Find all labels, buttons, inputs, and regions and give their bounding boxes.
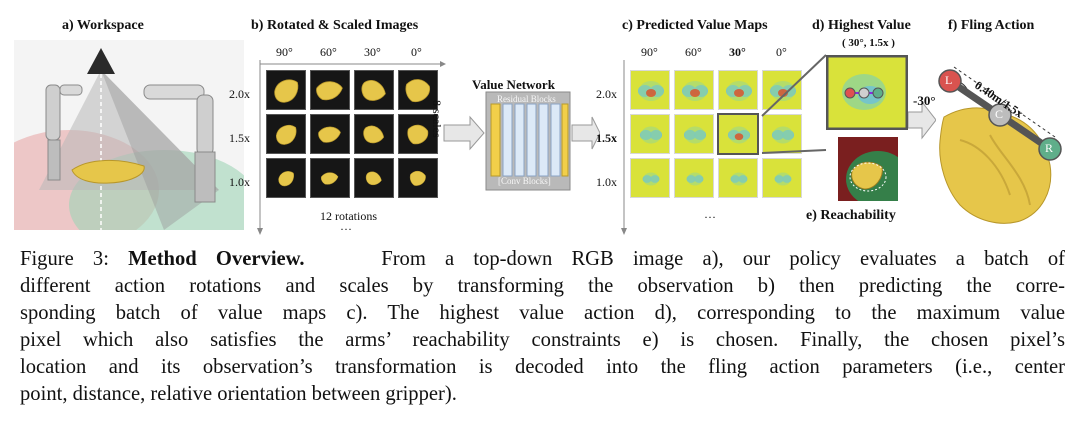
fling-action-illustration [938,66,1062,224]
scale-label: 1.5x [229,131,250,145]
value-map-cell [674,70,714,110]
arrow-to-fling [908,100,936,140]
rotated-image-cell [266,70,306,110]
left-robot-arm [45,84,61,141]
rotation-label: 0° [411,45,422,59]
value-map-cell [630,114,670,154]
rotation-label: 0° [776,45,787,59]
network-diagram [443,91,600,191]
caption-line: sponding batch of value maps c). The hig… [20,302,1065,324]
camera-icon [87,48,115,74]
figure-caption: Figure 3: Method Overview. From a top-do… [20,246,1065,408]
rotation-label: 90° [641,45,658,59]
fling-angle: -30° [913,93,936,108]
output-arrow [571,116,600,150]
panel-c-axis [621,60,627,235]
rotated-image-grid [266,70,438,198]
rotated-image-cell [398,114,438,154]
value-map-cell [674,114,714,154]
more-maps-dots: ··· [704,210,716,224]
rotated-image-cell [398,158,438,198]
rotation-label: 90° [276,45,293,59]
rotated-image-cell [354,158,394,198]
value-map-cell [718,114,758,154]
network-title: Value Network [472,77,555,92]
caption-line: Figure 3: Method Overview. From a top-do… [20,248,1066,270]
rotated-image-cell [398,70,438,110]
marker-label-L: L [945,73,953,87]
scale-label: 1.0x [229,175,250,189]
residual-blocks-label: Residual Blocks [497,94,556,104]
workspace-illustration [14,40,244,230]
rotations-axis-label: 12 rotations [320,209,377,223]
panel-c-title: c) Predicted Value Maps [622,18,768,33]
left-gripper-marker [938,69,962,93]
caption-line: location and its observation’s transform… [20,356,1065,378]
value-map-cell [674,158,714,198]
highest-value-map [826,55,908,130]
right-gripper-marker [1038,137,1062,161]
zoom-lines [761,54,827,154]
center-point-icon [858,87,870,99]
rotated-image-cell [310,158,350,198]
rotated-image-cell [310,70,350,110]
value-map-grid [630,70,802,198]
right-robot-arm [143,84,205,100]
reachability-map [838,137,898,201]
panel-e-title: e) Reachability [806,208,896,223]
rotated-image-cell [354,70,394,110]
rotation-label-selected: 30° [729,45,746,59]
value-map-cell [762,158,802,198]
value-map-cell [762,114,802,154]
scale-label: 2.0x [229,87,250,101]
highest-value-params: ( 30°, 1.5x ) [842,37,895,49]
value-map-cell [630,158,670,198]
scale-label: 1.0x [596,175,617,189]
marker-label-C: C [995,107,1004,121]
rotation-label: 60° [320,45,337,59]
caption-title: Method Overview. [128,248,305,270]
camera-frustum [39,70,219,190]
panel-b-title: b) Rotated & Scaled Images [251,18,419,33]
rotated-image-cell [354,114,394,154]
conv-blocks-label: [Conv Blocks] [498,176,551,186]
caption-line: different action rotations and scales by… [20,275,1065,297]
value-map-cell [630,70,670,110]
cloth-on-table [71,159,145,184]
rotation-label: 30° [364,45,381,59]
rotation-label: 60° [685,45,702,59]
scale-label: 2.0x [596,87,617,101]
rotated-image-cell [266,114,306,154]
rotated-image-cell [310,114,350,154]
panel-a-title: a) Workspace [62,18,144,33]
center-marker [988,103,1012,127]
rotated-image-cell [266,158,306,198]
panel-f-title: f) Fling Action [948,18,1035,33]
input-arrow [443,115,485,151]
caption-line: pixel which also satisfies the arms’ rea… [20,329,1065,351]
panel-b-axes [257,60,446,235]
value-map-cell [718,158,758,198]
caption-line: point, distance, relative orientation be… [20,383,457,405]
value-map-cell [718,70,758,110]
more-rotations-dots: ··· [340,222,352,236]
caption-figure-number: Figure 3: [20,248,109,270]
panel-d-title: d) Highest Value [812,18,911,33]
marker-label-R: R [1045,141,1054,155]
selected-cell-highlight [717,113,759,155]
scale-label-selected: 1.5x [596,131,617,145]
